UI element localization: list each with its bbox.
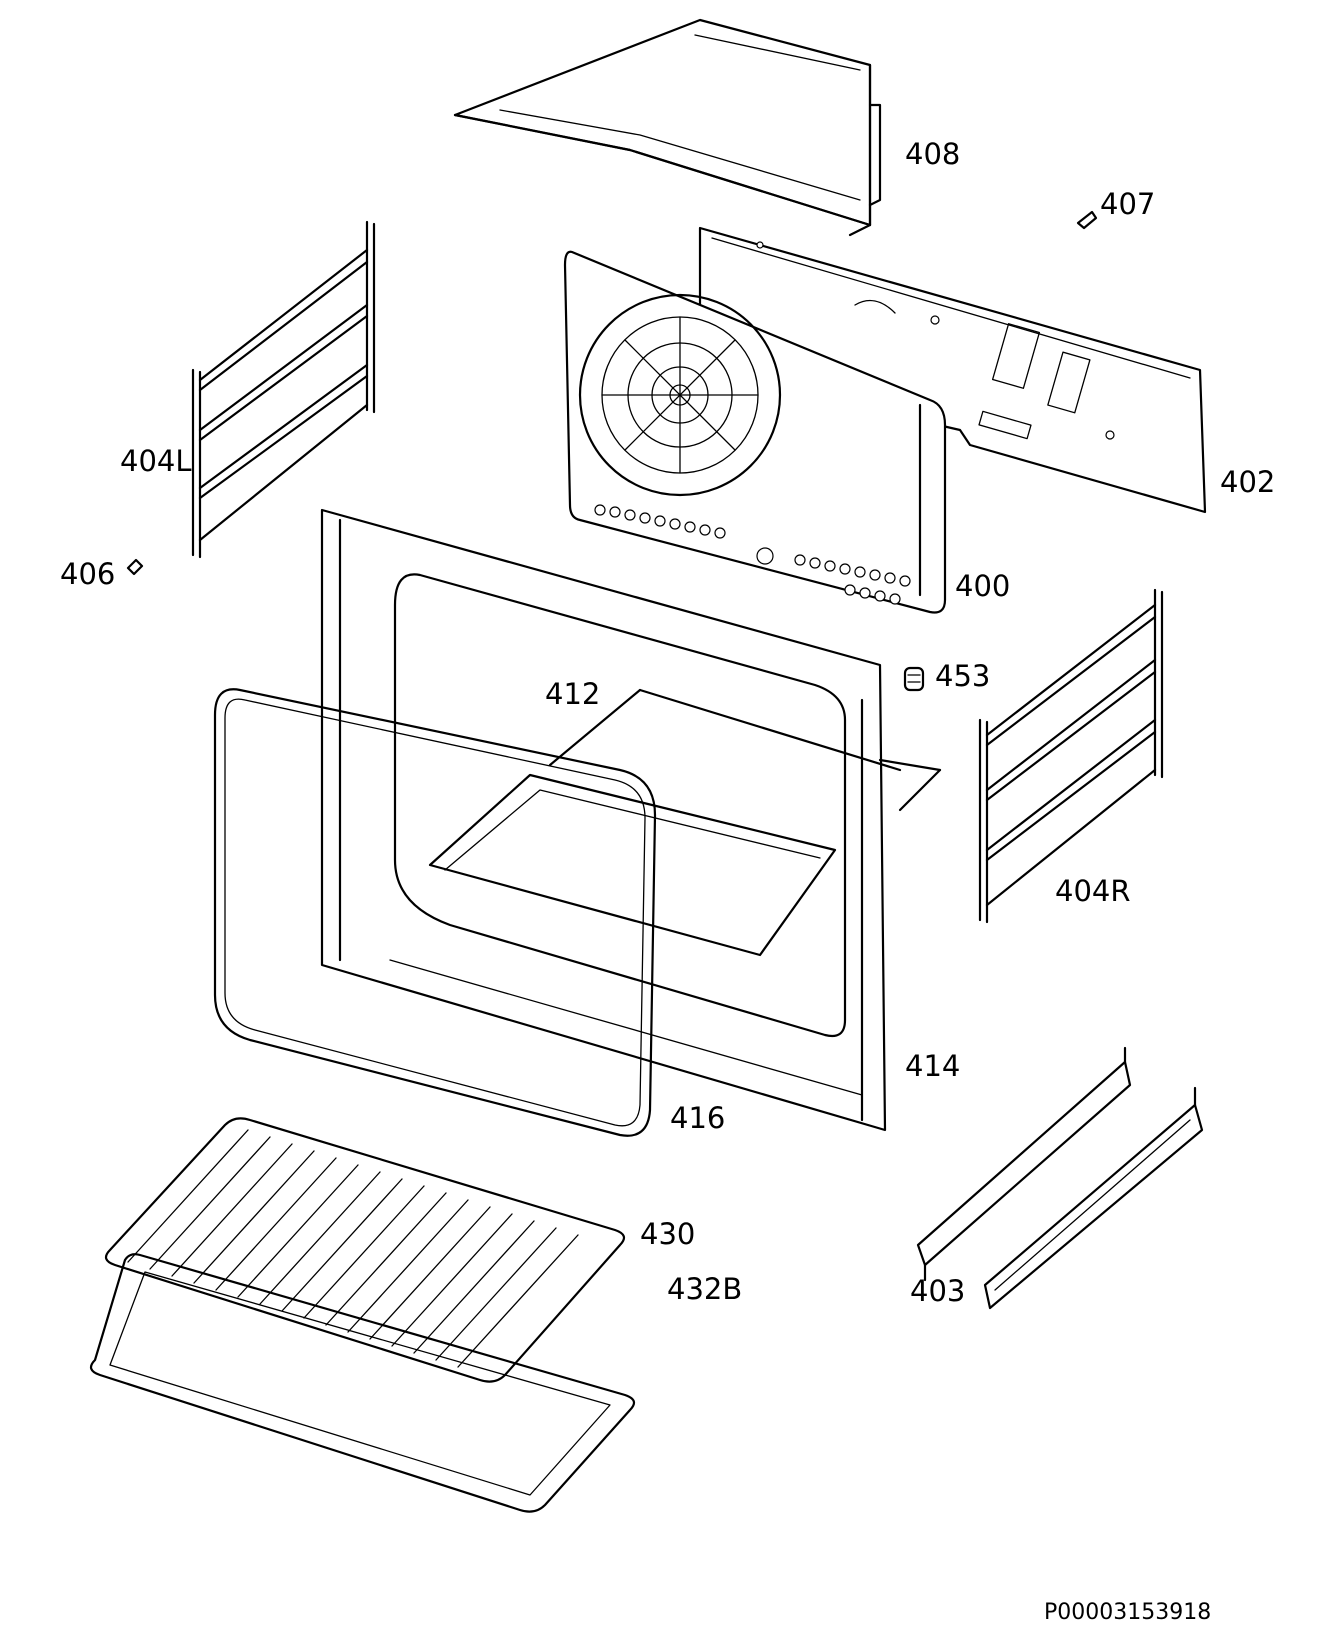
part-453-lamp (903, 666, 925, 692)
label-412: 412 (545, 677, 601, 711)
label-416: 416 (670, 1101, 726, 1135)
label-402: 402 (1220, 465, 1276, 499)
part-430-wire-shelf (104, 1117, 626, 1383)
part-407-screw (1076, 210, 1098, 230)
label-414: 414 (905, 1049, 961, 1083)
label-430: 430 (640, 1217, 696, 1251)
label-400: 400 (955, 569, 1011, 603)
label-404L: 404L (120, 444, 192, 478)
label-404R: 404R (1055, 874, 1131, 908)
part-403-runners (916, 1046, 1204, 1310)
part-408-top-cover (453, 18, 882, 237)
part-432B-baking-tray (89, 1253, 636, 1513)
label-407: 407 (1100, 187, 1156, 221)
document-id: P00003153918 (1044, 1600, 1212, 1625)
part-404R-right-rack (978, 588, 1164, 924)
label-453: 453 (935, 659, 991, 693)
label-432B: 432B (667, 1272, 743, 1306)
part-416-door-seal (213, 688, 657, 1137)
label-406: 406 (60, 557, 116, 591)
part-412-cavity-tray (428, 688, 942, 957)
label-408: 408 (905, 137, 961, 171)
part-404L-left-rack (191, 220, 376, 559)
label-403: 403 (910, 1274, 966, 1308)
part-400-fan-cover (563, 250, 947, 614)
part-406-clip (126, 558, 144, 576)
